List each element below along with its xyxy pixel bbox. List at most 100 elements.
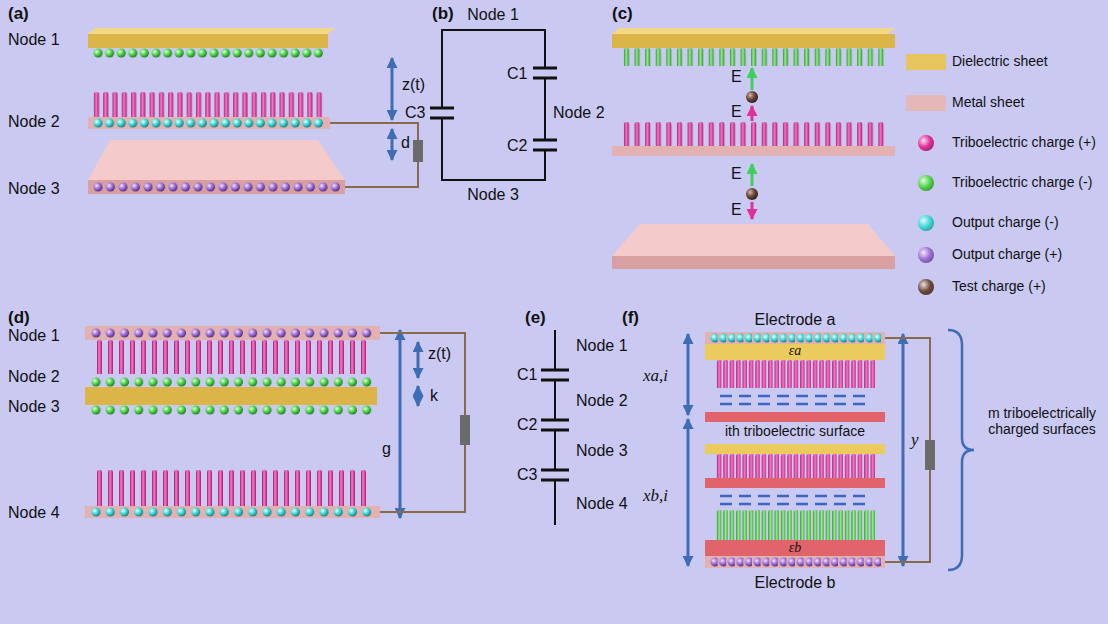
output-charges: [90, 507, 375, 517]
figure-label: E: [731, 201, 742, 219]
panel-f-illustration: [688, 330, 974, 570]
figure-label: C2: [507, 137, 527, 155]
dielectric-layer: [705, 344, 885, 360]
metal-block: [612, 256, 895, 269]
dielectric-sheet: [88, 34, 328, 48]
dielectric-layer: [705, 540, 885, 556]
figure-label: Electrode b: [755, 574, 836, 592]
panel-label: (d): [8, 308, 30, 328]
test-charge: [746, 91, 758, 103]
output-charges: [709, 557, 881, 567]
legend-text: Output charge (-): [952, 214, 1059, 230]
dielectric-layer: [705, 444, 885, 454]
panel-e-circuit: [541, 330, 569, 525]
legend-swatch: [906, 95, 946, 111]
panel-b-circuit: [430, 30, 557, 180]
figure-label: Node 2: [576, 392, 628, 410]
positive-charge-spikes: [715, 360, 875, 388]
metal-block-top: [612, 224, 895, 256]
circuit-wire: [554, 330, 556, 525]
figure-label: Node 3: [467, 186, 519, 204]
distance-arrow: [902, 334, 905, 566]
figure-label: Node 1: [467, 6, 519, 24]
figure-label: y: [911, 430, 919, 450]
figure-label: xa,i: [643, 366, 668, 386]
figure-label: C3: [517, 466, 537, 484]
panel-label: (a): [8, 4, 29, 24]
figure-label: Node 1: [576, 337, 628, 355]
figure-label: Node 3: [8, 180, 60, 198]
figure-label: εb: [789, 540, 802, 556]
figure-label: E: [731, 165, 742, 183]
figure-label: g: [382, 440, 391, 458]
figure-label: Node 2: [8, 368, 60, 386]
dielectric-top: [88, 28, 335, 34]
figure-label: Node 3: [576, 442, 628, 460]
dashed-layers: [720, 396, 870, 404]
capacitor-symbol: [541, 370, 569, 480]
negative-charge-spikes: [622, 48, 887, 66]
figure-label: Node 4: [576, 495, 628, 513]
wire: [380, 333, 465, 512]
panel-label: (b): [432, 4, 454, 24]
figure-label: C3: [405, 104, 425, 122]
figure-label: Node 2: [553, 104, 605, 122]
figure-label: k: [430, 387, 438, 405]
dielectric-top: [612, 28, 895, 34]
output-charges: [90, 328, 375, 338]
positive-charge-spikes: [622, 122, 887, 146]
panel-a-illustration: [88, 28, 423, 194]
legend-ball: [918, 247, 934, 263]
bracket: [948, 330, 974, 570]
figure-label: z(t): [428, 345, 451, 363]
figure-label: E: [731, 103, 742, 121]
panel-d-illustration: [85, 326, 470, 518]
panel-label: (c): [612, 4, 633, 24]
triboelectric-layer: [705, 478, 885, 488]
legend-text: Metal sheet: [952, 94, 1024, 110]
electrode: [705, 332, 885, 344]
field-arrow: [751, 106, 754, 121]
negative-charges: [92, 48, 324, 58]
legend-ball: [918, 279, 934, 295]
output-charges: [92, 118, 324, 128]
distance-arrow: [687, 334, 690, 415]
figure-label: ith triboelectric surface: [725, 423, 865, 439]
gap-arrow: [417, 386, 420, 406]
metal-sheet: [612, 146, 895, 156]
legend-ball: [918, 215, 934, 231]
figure-label: Electrode a: [755, 311, 836, 329]
gap-arrow: [391, 129, 394, 160]
dielectric-sheet: [612, 34, 895, 48]
figure-label: E: [731, 68, 742, 86]
legend-text: Test charge (+): [952, 278, 1046, 294]
figure-label: εa: [789, 343, 802, 359]
negative-charges: [90, 377, 375, 387]
panel-c-illustration: [612, 28, 895, 269]
figure-label: Node 1: [8, 327, 60, 345]
test-charge: [746, 188, 758, 200]
panel-label: (f): [622, 308, 639, 328]
figure-label: C2: [517, 416, 537, 434]
positive-charge-spikes: [95, 340, 370, 374]
field-arrow: [751, 68, 754, 90]
field-arrow: [751, 164, 754, 186]
electrode: [705, 556, 885, 568]
wire: [885, 338, 930, 562]
metal-sheet: [88, 117, 330, 129]
gap-arrow: [391, 58, 394, 120]
wire: [330, 123, 418, 187]
legend-swatch: [906, 54, 946, 70]
positive-charge-spikes: [715, 454, 875, 478]
metal-block: [88, 180, 345, 194]
dashed-layers: [720, 496, 870, 504]
triboelectric-layer: [705, 412, 885, 422]
resistor-symbol: [413, 140, 423, 162]
field-arrow: [751, 202, 754, 219]
figure-label: Node 4: [8, 504, 60, 522]
figure-label: Node 3: [8, 398, 60, 416]
figure-label: z(t): [402, 76, 425, 94]
negative-charge-spikes: [715, 510, 875, 540]
capacitor-symbol: [430, 68, 557, 150]
